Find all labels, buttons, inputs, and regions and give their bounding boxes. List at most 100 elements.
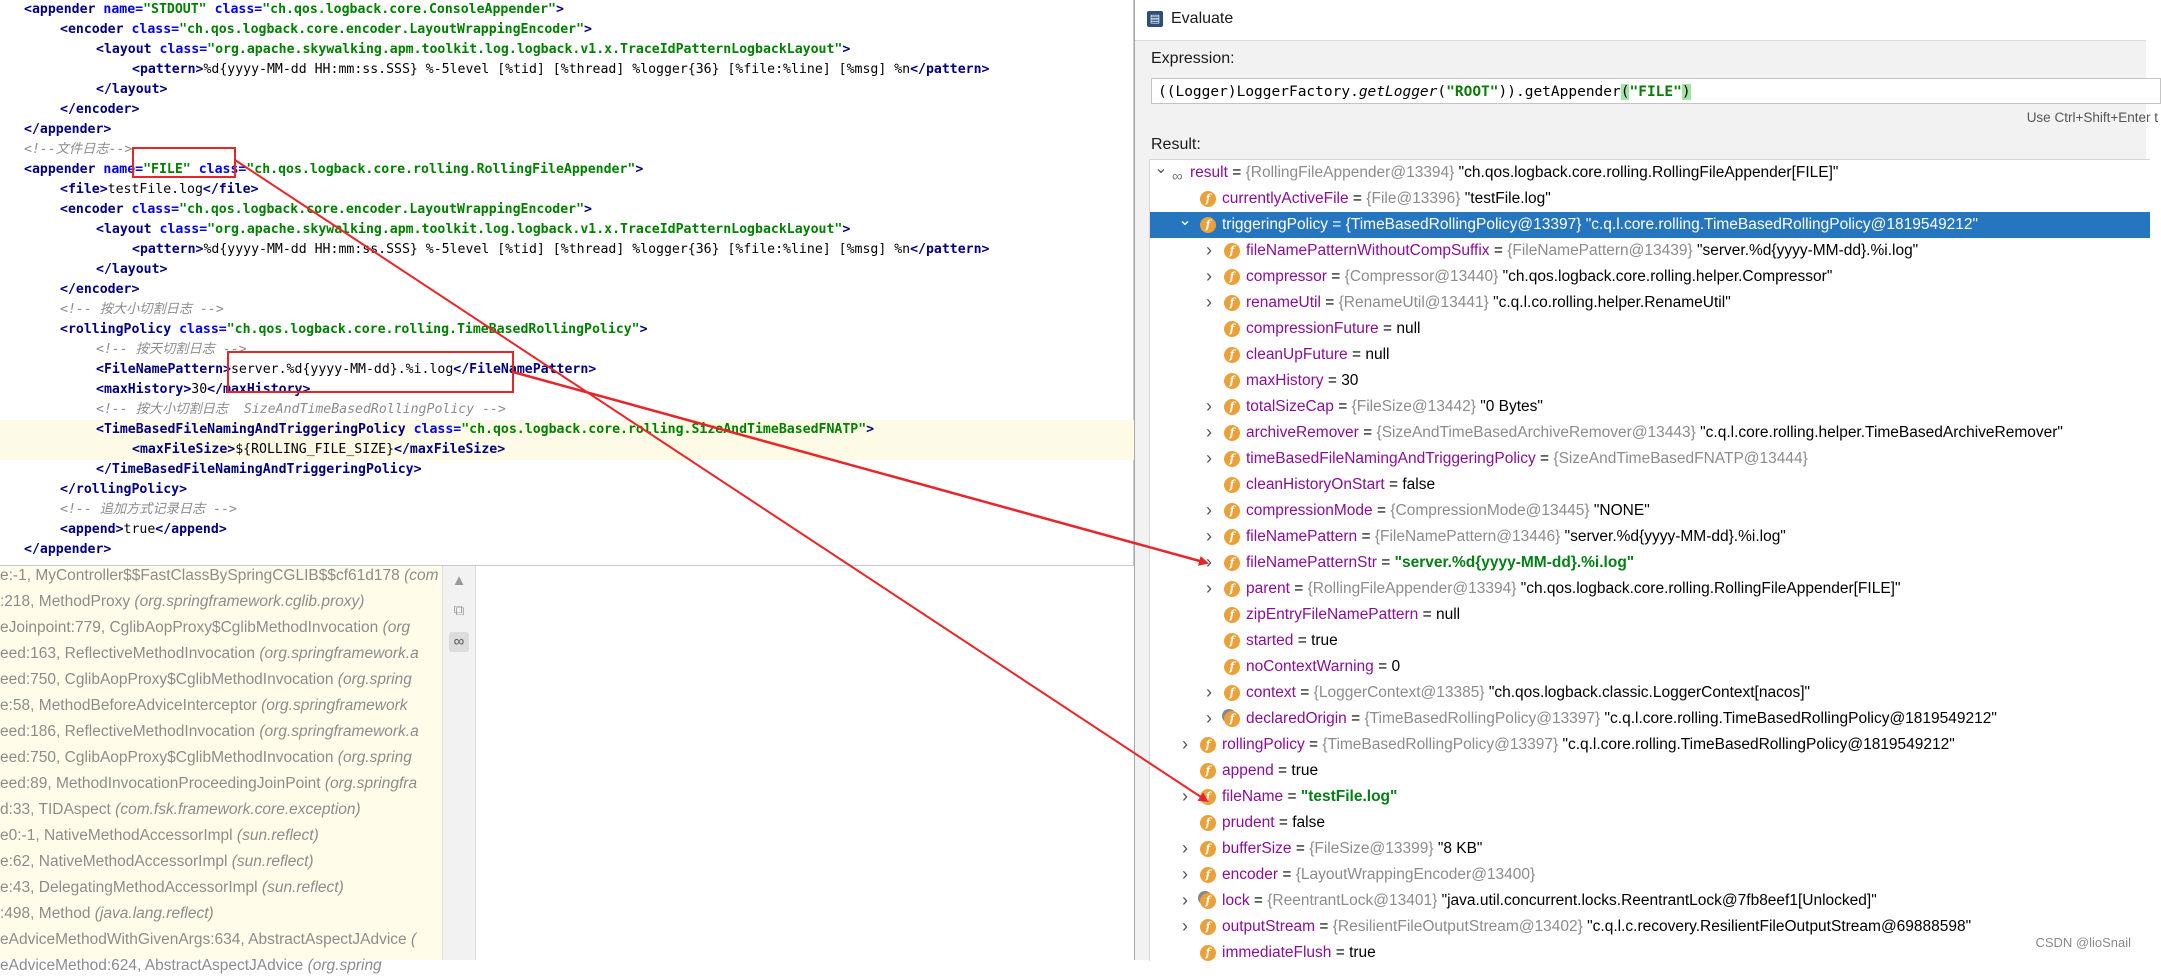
stack-frame[interactable]: eAdviceMethodWithGivenArgs:634, Abstract… [0,927,442,953]
code-line[interactable]: </encoder> [0,100,1193,120]
chevron-right-icon[interactable]: › [1206,396,1212,416]
stack-frame[interactable]: eed:750, CglibAopProxy$CglibMethodInvoca… [0,745,442,771]
chevron-right-icon[interactable]: › [1182,916,1188,936]
code-line[interactable]: <!-- 追加方式记录日志 --> [0,500,1193,520]
result-tree[interactable]: ⌄∞result = {RollingFileAppender@13394} "… [1149,159,2150,961]
stack-frame[interactable]: e:43, DelegatingMethodAccessorImpl (sun.… [0,875,442,901]
stack-frame[interactable]: eed:89, MethodInvocationProceedingJoinPo… [0,771,442,797]
scroll-up-arrow-icon[interactable]: ▲ [451,572,467,589]
code-line[interactable]: <appender name="FILE" class="ch.qos.logb… [0,160,1157,180]
stack-frame[interactable]: eJoinpoint:779, CglibAopProxy$CglibMetho… [0,615,442,641]
code-line[interactable]: </layout> [0,260,1229,280]
code-line[interactable]: <TimeBasedFileNamingAndTriggeringPolicy … [0,420,1229,440]
chevron-right-icon[interactable]: › [1206,578,1212,598]
code-line[interactable]: <append>true</append> [0,520,1193,540]
stack-frame[interactable]: eed:186, ReflectiveMethodInvocation (org… [0,719,442,745]
code-line[interactable]: <!-- 按天切割日志 --> [0,340,1229,360]
code-line[interactable]: </appender> [0,540,1157,560]
stack-frame[interactable]: d:33, TIDAspect (com.fsk.framework.core.… [0,797,442,823]
code-line[interactable]: <encoder class="ch.qos.logback.core.enco… [0,20,1193,40]
chevron-right-icon[interactable]: › [1206,448,1212,468]
chevron-right-icon[interactable]: › [1182,786,1188,806]
code-line[interactable]: <FileNamePattern>server.%d{yyyy-MM-dd}.%… [0,360,1229,380]
chevron-right-icon[interactable]: › [1206,266,1212,286]
stack-frame[interactable]: :498, Method (java.lang.reflect) [0,901,442,927]
code-line[interactable]: <maxHistory>30</maxHistory> [0,380,1229,400]
code-line[interactable]: </encoder> [0,280,1193,300]
stack-frame[interactable]: :218, MethodProxy (org.springframework.c… [0,589,442,615]
stack-frame[interactable]: e:58, MethodBeforeAdviceInterceptor (org… [0,693,442,719]
stack-trace-panel[interactable]: e:-1, MyController$$FastClassBySpringCGL… [0,563,442,974]
code-line[interactable]: </layout> [0,80,1229,100]
stack-frame[interactable]: eed:750, CglibAopProxy$CglibMethodInvoca… [0,667,442,693]
code-line[interactable]: <layout class="org.apache.skywalking.apm… [0,40,1229,60]
chevron-right-icon[interactable]: › [1182,838,1188,858]
stack-frame[interactable]: eed:163, ReflectiveMethodInvocation (org… [0,641,442,667]
code-line[interactable]: <!-- 按大小切割日志 SizeAndTimeBasedRollingPoli… [0,400,1229,420]
code-line[interactable]: <pattern>%d{yyyy-MM-dd HH:mm:ss.SSS} %-5… [0,240,1265,260]
chevron-right-icon[interactable]: › [1206,422,1212,442]
glasses-icon[interactable]: ∞ [449,632,469,652]
code-line[interactable]: <!-- 按大小切割日志 --> [0,300,1193,320]
chevron-right-icon[interactable]: › [1206,682,1212,702]
title-bar[interactable]: ▤ Evaluate [1135,0,2146,41]
chevron-right-icon[interactable]: › [1206,526,1212,546]
code-line[interactable]: <maxFileSize>${ROLLING_FILE_SIZE}</maxFi… [0,440,1265,460]
code-line[interactable]: </TimeBasedFileNamingAndTriggeringPolicy… [0,460,1229,480]
stack-frame[interactable]: e0:-1, NativeMethodAccessorImpl (sun.ref… [0,823,442,849]
chevron-right-icon[interactable]: › [1206,292,1212,312]
xml-editor[interactable]: <appender name="STDOUT" class="ch.qos.lo… [0,0,1265,566]
chevron-right-icon[interactable]: › [1206,552,1212,572]
stack-frame[interactable]: eAdviceMethod:624, AbstractAspectJAdvice… [0,953,442,979]
code-line[interactable]: <layout class="org.apache.skywalking.apm… [0,220,1229,240]
code-line[interactable]: <appender name="STDOUT" class="ch.qos.lo… [0,0,1157,20]
chevron-right-icon[interactable]: › [1206,708,1212,728]
stack-frame[interactable]: e:62, NativeMethodAccessorImpl (sun.refl… [0,849,442,875]
chevron-right-icon[interactable]: › [1206,500,1212,520]
code-line[interactable]: <encoder class="ch.qos.logback.core.enco… [0,200,1193,220]
chevron-right-icon[interactable]: › [1182,890,1188,910]
tree-row[interactable]: ⌄∞result = {RollingFileAppender@13394} "… [1150,160,2150,186]
code-line[interactable]: <rollingPolicy class="ch.qos.logback.cor… [0,320,1193,340]
chevron-right-icon[interactable]: › [1182,734,1188,754]
chevron-down-icon[interactable]: ⌄ [1154,160,1168,177]
chevron-down-icon[interactable]: ⌄ [1178,212,1192,229]
expression-input[interactable]: ((Logger)LoggerFactory.getLogger("ROOT")… [1151,78,2161,104]
code-line[interactable]: <file>testFile.log</file> [0,180,1193,200]
code-line[interactable]: <!--文件日志--> [0,140,1157,160]
code-line[interactable]: <pattern>%d{yyyy-MM-dd HH:mm:ss.SSS} %-5… [0,60,1265,80]
code-line[interactable]: </appender> [0,120,1157,140]
code-line[interactable]: </rollingPolicy> [0,480,1193,500]
stack-frame[interactable]: e:-1, MyController$$FastClassBySpringCGL… [0,563,442,589]
